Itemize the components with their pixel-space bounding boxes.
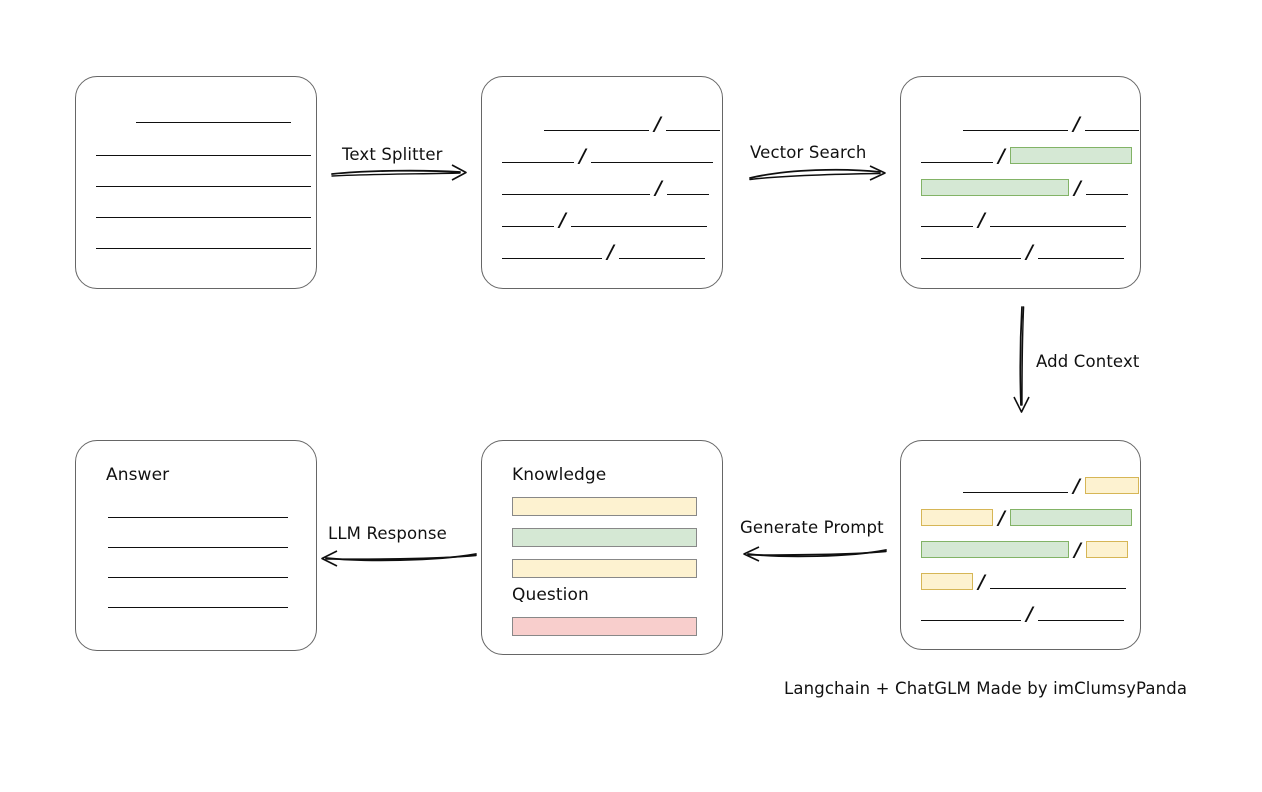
chunk-segment (666, 194, 709, 195)
chunk-row: / (901, 603, 1140, 625)
split-chunks-rows: / / / / / (482, 77, 722, 288)
edge-label-add-context: Add Context (1036, 352, 1140, 371)
chunk-separator: / (998, 507, 1005, 529)
chunk-separator: / (978, 209, 985, 231)
document-line (136, 122, 291, 123)
knowledge-bar (512, 528, 697, 547)
chunk-separator: / (559, 209, 566, 231)
chunk-segment (989, 226, 1126, 227)
chunk-row: / (901, 177, 1140, 199)
chunk-segment (963, 130, 1068, 131)
retrieved-chunk-highlight (921, 540, 1069, 558)
chunk-separator: / (1074, 539, 1081, 561)
retrieved-chunk-highlight (1009, 508, 1132, 526)
chunk-segment (502, 226, 554, 227)
chunk-segment (921, 258, 1021, 259)
split-chunks-box[interactable]: / / / / / (481, 76, 723, 289)
answer-label: Answer (106, 465, 170, 485)
chunk-separator: / (1026, 603, 1033, 625)
chunk-row: / (482, 209, 722, 231)
context-chunk-highlight (921, 572, 973, 590)
document-line (96, 217, 311, 218)
prompt-chunks-box[interactable]: / / / / / (900, 440, 1141, 650)
chunk-segment (544, 130, 649, 131)
chunk-segment (1037, 258, 1124, 259)
chunk-row: / (482, 113, 722, 135)
question-label: Question (512, 585, 589, 605)
chunk-row: / (901, 507, 1140, 529)
arrow-llm-response (321, 550, 477, 567)
chunk-separator: / (655, 177, 662, 199)
context-chunk-highlight (1085, 540, 1128, 558)
context-chunk-highlight (921, 508, 993, 526)
document-line (96, 248, 311, 249)
chunk-row: / (901, 145, 1140, 167)
chunk-separator: / (654, 113, 661, 135)
chunk-row: / (901, 571, 1140, 593)
chunk-segment (921, 162, 993, 163)
chunk-segment (570, 226, 707, 227)
chunk-segment (963, 492, 1068, 493)
chunk-separator: / (1074, 177, 1081, 199)
chunk-row: / (901, 241, 1140, 263)
chunk-segment (502, 258, 602, 259)
chunk-separator: / (579, 145, 586, 167)
chunk-separator: / (607, 241, 614, 263)
retrieved-chunks-box[interactable]: / / / / / (900, 76, 1141, 289)
edge-label-llm-response: LLM Response (328, 524, 447, 543)
chunk-row: / (482, 177, 722, 199)
chunk-row: / (901, 475, 1140, 497)
chunk-segment (989, 588, 1126, 589)
chunk-segment (618, 258, 705, 259)
chunk-row: / (901, 209, 1140, 231)
chunk-segment (921, 226, 973, 227)
chunk-segment (1084, 130, 1139, 131)
arrow-vector-search (749, 165, 886, 181)
answer-line (108, 547, 288, 548)
question-bar (512, 617, 697, 636)
prompt-chunks-rows: / / / / / (901, 441, 1140, 649)
chunk-separator: / (1073, 113, 1080, 135)
chunk-segment (921, 620, 1021, 621)
retrieved-chunk-highlight (921, 178, 1069, 196)
document-line (96, 155, 311, 156)
chunk-row: / (482, 145, 722, 167)
document-line (96, 186, 311, 187)
knowledge-bar (512, 497, 697, 516)
chunk-separator: / (1026, 241, 1033, 263)
retrieved-chunks-rows: / / / / / (901, 77, 1140, 288)
edge-label-text-splitter: Text Splitter (342, 145, 443, 164)
chunk-row: / (901, 539, 1140, 561)
chunk-segment (502, 162, 574, 163)
knowledge-bar (512, 559, 697, 578)
knowledge-prompt-box[interactable]: Knowledge Question (481, 440, 723, 655)
chunk-segment (502, 194, 650, 195)
answer-box[interactable]: Answer (75, 440, 317, 651)
edge-label-vector-search: Vector Search (750, 143, 867, 162)
answer-line (108, 607, 288, 608)
chunk-segment (1037, 620, 1124, 621)
chunk-row: / (482, 241, 722, 263)
chunk-separator: / (978, 571, 985, 593)
retrieved-chunk-highlight (1009, 146, 1132, 164)
knowledge-label: Knowledge (512, 465, 607, 485)
answer-line (108, 577, 288, 578)
chunk-segment (1085, 194, 1128, 195)
arrow-generate-prompt (743, 546, 887, 562)
chunk-row: / (901, 113, 1140, 135)
answer-line (108, 517, 288, 518)
source-document-box[interactable] (75, 76, 317, 289)
chunk-segment (665, 130, 720, 131)
chunk-separator: / (998, 145, 1005, 167)
chunk-segment (590, 162, 713, 163)
chunk-separator: / (1073, 475, 1080, 497)
context-chunk-highlight (1084, 476, 1139, 494)
edge-label-generate-prompt: Generate Prompt (740, 518, 884, 537)
arrow-add-context (1013, 306, 1030, 413)
footer-credit: Langchain + ChatGLM Made by imClumsyPand… (784, 679, 1188, 698)
arrow-text-splitter (331, 164, 467, 181)
